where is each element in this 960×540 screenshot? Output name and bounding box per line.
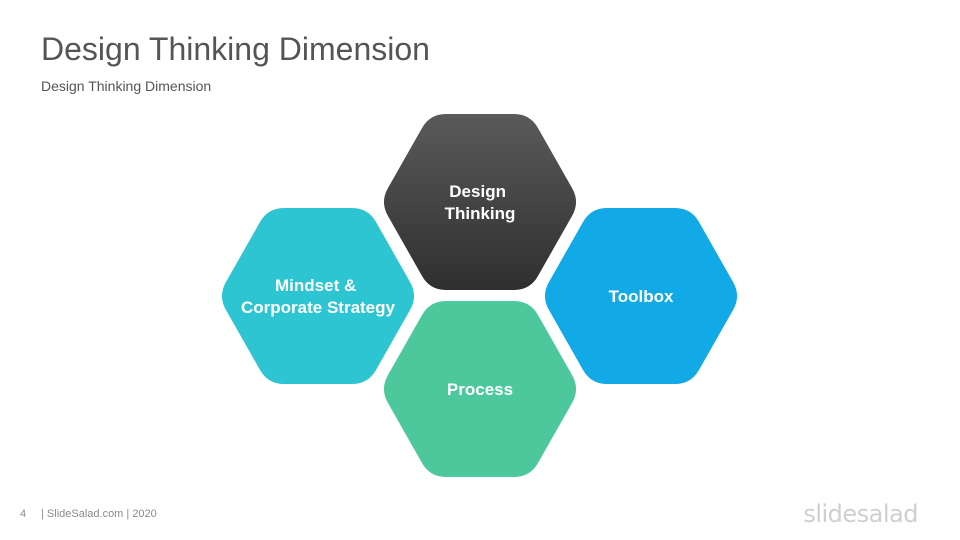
svg-text:Mindset & Corporate Stra: Mindset & Corporate Strategy	[241, 276, 396, 317]
hexagon-label-line: Process	[447, 380, 513, 399]
hexagon-toolbox: Toolbox	[544, 208, 738, 384]
hexagon-process: Process	[383, 301, 577, 477]
footer-text: | SlideSalad.com | 2020	[41, 508, 157, 520]
svg-text:Toolbox: Toolbox	[609, 287, 674, 306]
hexagon-shape	[383, 301, 577, 477]
brand-logo: slidesalad	[803, 500, 918, 528]
hexagon-label-line: Mindset &	[275, 276, 356, 295]
hexagon-shape	[221, 208, 415, 384]
svg-text:Design Thinking: Design Thinking	[445, 182, 516, 223]
hexagon-shape	[383, 114, 577, 290]
hexagon-label-line: Design	[449, 182, 506, 201]
svg-text:Process: Process	[447, 380, 513, 399]
hexagon-label-line: Corporate Strategy	[241, 298, 396, 317]
slide-subtitle: Design Thinking Dimension	[41, 78, 212, 94]
hexagon-label-line: Toolbox	[609, 287, 674, 306]
hexagon-design-thinking: Design Thinking	[383, 114, 577, 290]
hexagon-shape	[544, 208, 738, 384]
hexagon-mindset-corporate-strategy: Mindset & Corporate Strategy	[221, 208, 415, 384]
page-number: 4	[20, 508, 27, 520]
hexagon-label-line: Thinking	[445, 204, 516, 223]
slide-title: Design Thinking Dimension	[41, 31, 430, 67]
